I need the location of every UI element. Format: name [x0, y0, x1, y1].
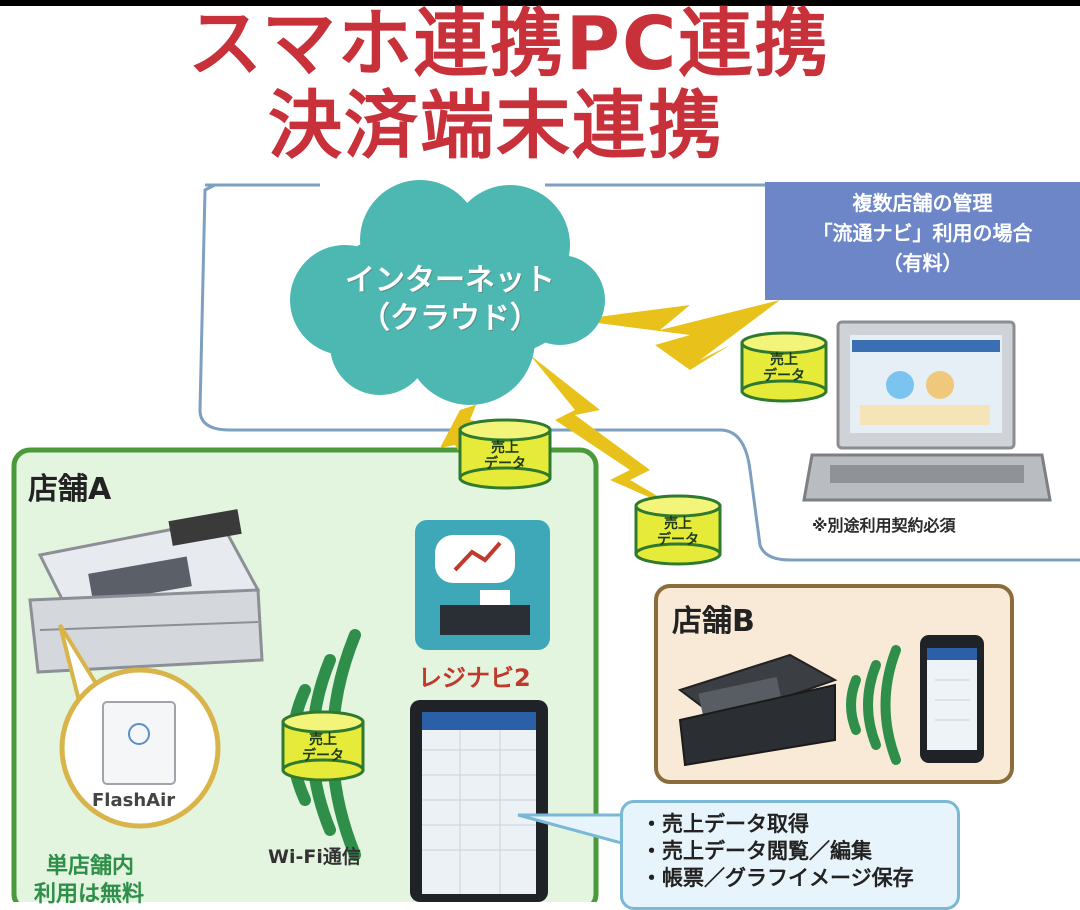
sales-data-label-1: 売上データ — [763, 352, 805, 384]
top-bar — [0, 0, 1080, 6]
store-a-free-note-1: 単店舗内 — [46, 854, 135, 879]
cloud-label-line-2: （クラウド） — [360, 301, 540, 336]
store-a-free-note-2: 利用は無料 — [34, 882, 145, 907]
multi-store-line-1: 複数店舗の管理 — [852, 191, 993, 215]
feature-box: ・売上データ取得 ・売上データ閲覧／編集 ・帳票／グラフイメージ保存 — [620, 800, 960, 910]
title-line-1: スマホ連携PC連携 — [188, 1, 831, 87]
sales-data-label-4: 売上データ — [302, 732, 344, 764]
smartphone-icon — [920, 635, 984, 763]
feature-item: ・売上データ取得 — [641, 812, 809, 836]
lightning-to-store-b — [530, 355, 690, 515]
sales-data-cylinder-2 — [458, 418, 552, 490]
sales-data-cylinder-1 — [740, 331, 828, 403]
network-outline — [198, 183, 1080, 562]
app-name-label: レジナビ2 — [418, 664, 531, 692]
feature-item: ・帳票／グラフイメージ保存 — [641, 866, 914, 890]
multi-store-box: 複数店舗の管理 「流通ナビ」利用の場合 （有料） — [765, 182, 1080, 300]
reginavi-app-icon — [415, 520, 550, 650]
wifi-label: Wi-Fi通信 — [268, 846, 361, 868]
tablet-icon — [410, 700, 548, 902]
sales-data-label-3: 売上データ — [657, 516, 699, 548]
feature-item: ・売上データ閲覧／編集 — [641, 839, 872, 863]
flashair-label: FlashAir — [92, 790, 176, 811]
sales-data-cylinder-3 — [634, 494, 722, 566]
store-b-label: 店舗B — [672, 604, 755, 639]
lightning-to-pc — [575, 300, 780, 370]
title-line-2: 決済端末連携 — [268, 83, 724, 169]
cloud-label-line-1: インターネット — [345, 263, 555, 298]
sales-data-label-2: 売上データ — [484, 440, 526, 472]
sales-data-cylinder-4 — [281, 710, 365, 782]
wifi-arcs-store-b — [846, 645, 901, 765]
laptop-icon — [802, 320, 1052, 502]
pc-contract-note: ※別途利用契約必須 — [812, 516, 956, 535]
store-a-label: 店舗A — [28, 472, 112, 507]
multi-store-line-3: （有料） — [882, 251, 963, 275]
cash-register-b — [677, 653, 838, 767]
multi-store-line-2: 「流通ナビ」利用の場合 — [812, 221, 1033, 245]
cloud-shape — [290, 180, 605, 405]
cash-register-a — [28, 509, 264, 674]
